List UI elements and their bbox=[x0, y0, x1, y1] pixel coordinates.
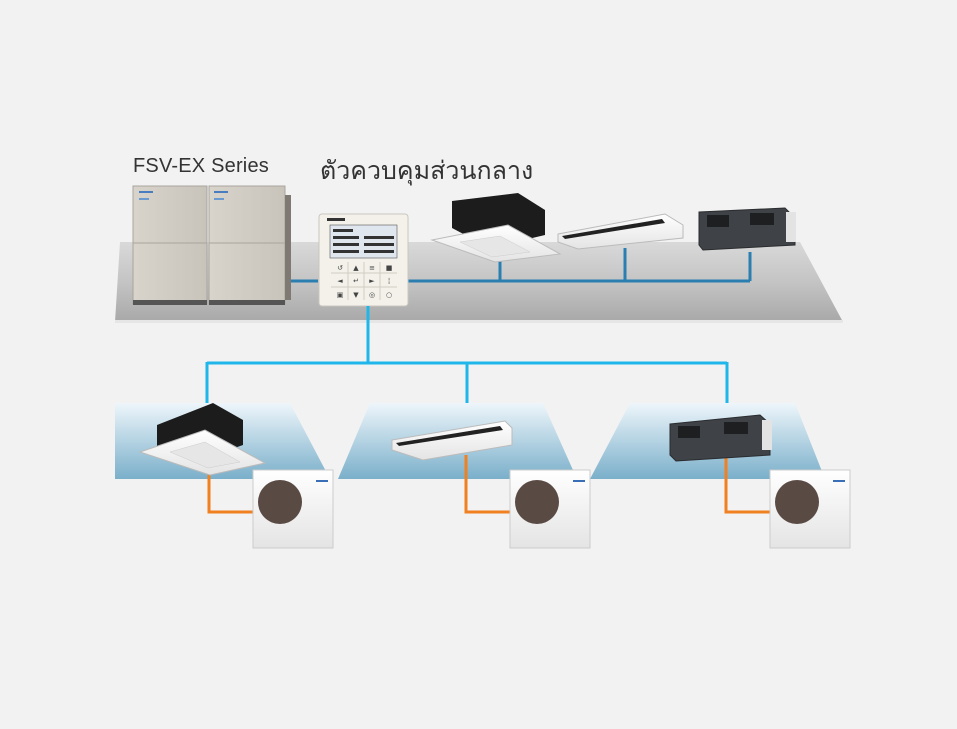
svg-text:►: ► bbox=[369, 277, 375, 285]
lower-ducted-unit bbox=[669, 414, 772, 462]
svg-text:◄: ◄ bbox=[337, 277, 343, 285]
svg-text:◎: ◎ bbox=[369, 291, 375, 299]
svg-text:¦: ¦ bbox=[388, 277, 390, 285]
split-outdoor-unit-left bbox=[252, 469, 334, 549]
central-controller: ↺ ▲ ≡ ■ ◄ ↵ ► ¦ ▣ ▼ ◎ ○ bbox=[318, 213, 409, 307]
svg-text:▼: ▼ bbox=[353, 291, 359, 299]
vrf-outdoor-unit-left bbox=[132, 185, 208, 305]
refrigerant-lines bbox=[207, 455, 770, 514]
svg-text:○: ○ bbox=[386, 291, 392, 299]
svg-text:▲: ▲ bbox=[353, 264, 359, 272]
svg-text:▣: ▣ bbox=[337, 291, 344, 299]
central-controller-label: ตัวควบคุมส่วนกลาง bbox=[320, 156, 534, 185]
split-outdoor-unit-center bbox=[509, 469, 591, 549]
upper-ceiling-unit bbox=[557, 213, 684, 250]
outdoor-series-label: FSV-EX Series bbox=[133, 155, 269, 177]
lower-ceiling-unit bbox=[391, 420, 513, 461]
vrf-outdoor-unit-right bbox=[208, 185, 291, 305]
upper-ducted-unit bbox=[698, 207, 796, 251]
upper-network-line bbox=[290, 248, 752, 283]
svg-text:↺: ↺ bbox=[337, 264, 343, 272]
svg-text:■: ■ bbox=[386, 264, 393, 272]
upper-floor-edge bbox=[115, 320, 843, 323]
split-outdoor-unit-right bbox=[769, 469, 851, 549]
lower-cassette-unit bbox=[138, 403, 267, 476]
upper-cassette-unit bbox=[430, 193, 562, 263]
svg-text:≡: ≡ bbox=[369, 264, 375, 272]
svg-text:↵: ↵ bbox=[353, 277, 359, 285]
